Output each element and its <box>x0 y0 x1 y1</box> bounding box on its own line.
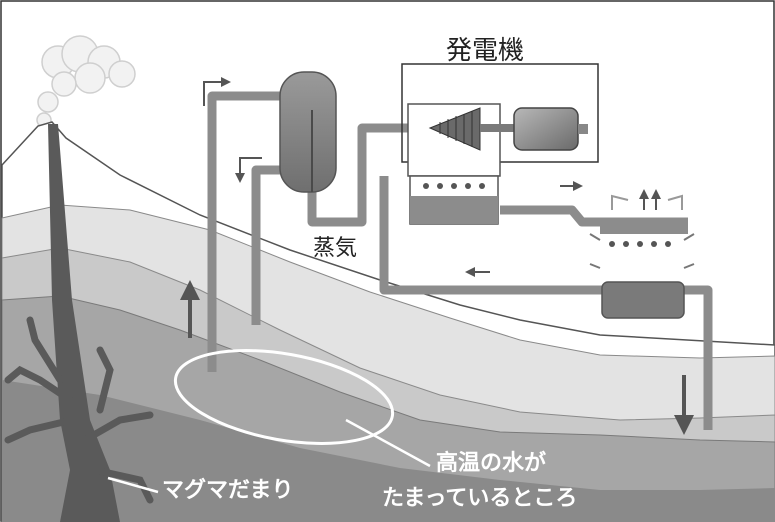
hot-water-label-line1: 高温の水が <box>436 451 547 476</box>
ground-layer-darkest <box>2 380 775 522</box>
cooling-tower-top <box>600 222 688 234</box>
smoke-cloud <box>36 35 136 128</box>
turbine-casing <box>407 103 501 177</box>
flow-arrows <box>180 77 695 435</box>
pipework <box>207 91 713 430</box>
magma-leader-line <box>107 476 159 494</box>
condenser-water <box>410 196 498 224</box>
magma-branches <box>4 316 154 504</box>
turbine-blades <box>439 111 473 147</box>
hot-water-label-line2: たまっているところ <box>382 486 578 511</box>
turbine-shaft <box>480 124 516 132</box>
generator-drum <box>513 107 579 151</box>
reservoir-leader-line <box>345 418 431 468</box>
condenser-drops <box>423 183 485 189</box>
magma-chamber-label: マグマだまり <box>162 478 294 503</box>
steam-label: 蒸気 <box>313 236 358 261</box>
steam-separator <box>279 71 337 193</box>
hot-water-reservoir <box>173 349 395 445</box>
generator-hub <box>578 124 588 134</box>
generator-label: 発電機 <box>446 36 525 66</box>
cooling-drops <box>609 241 671 247</box>
cooling-tower-basin <box>601 281 685 319</box>
